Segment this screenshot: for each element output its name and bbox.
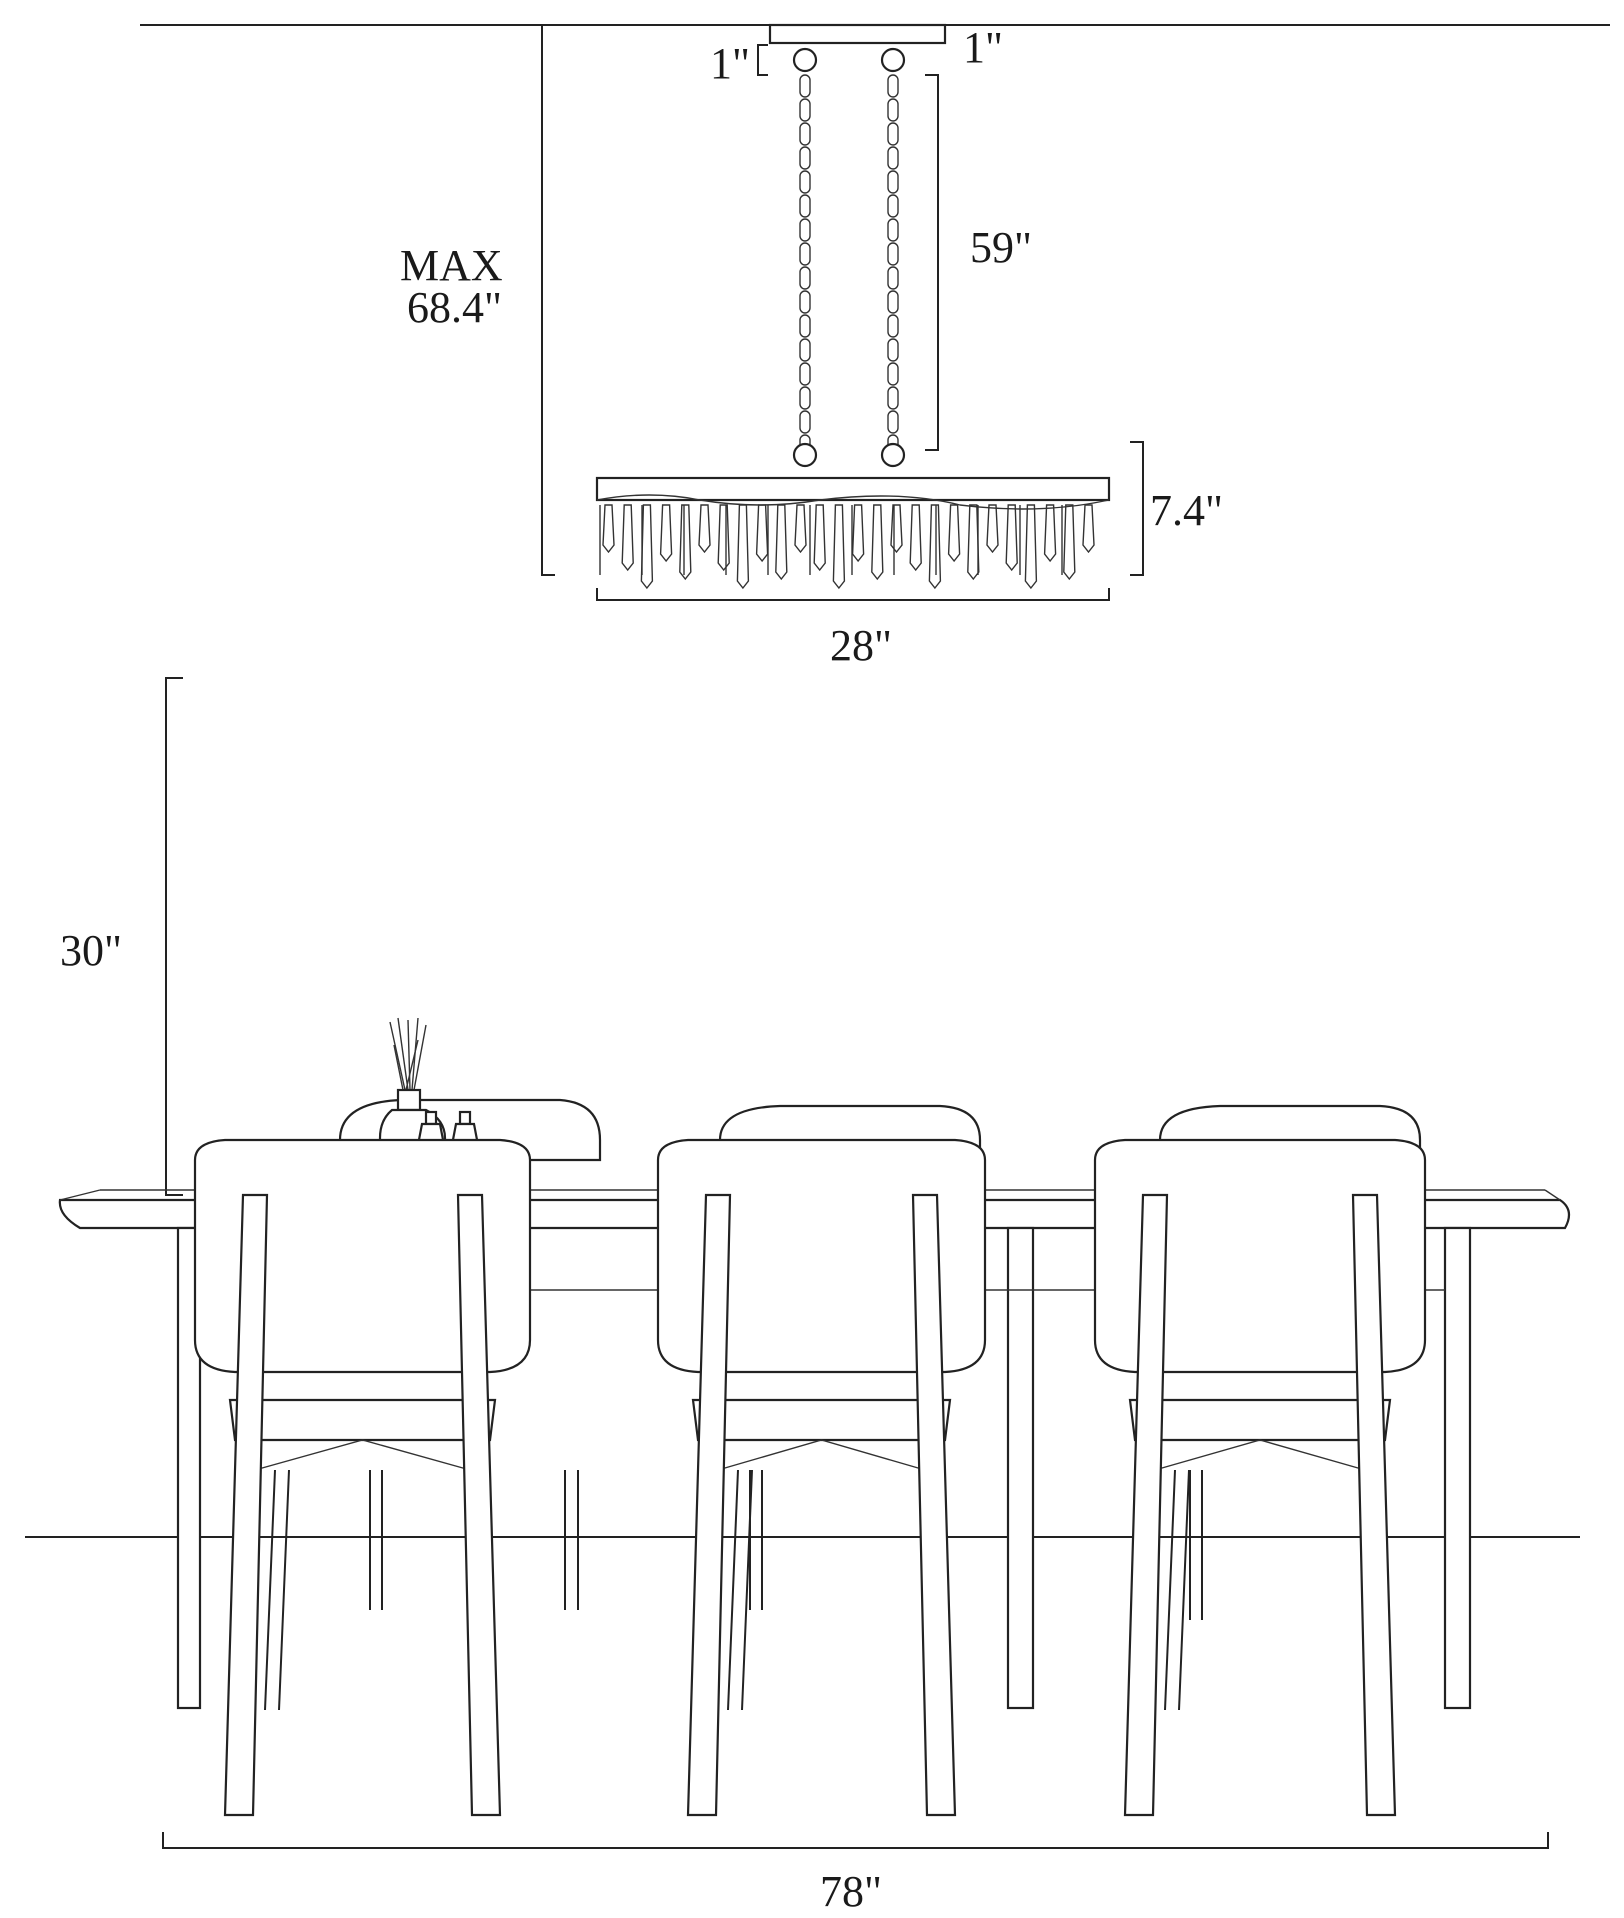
fixture-height-bracket bbox=[1130, 441, 1144, 576]
fixture-width-dimension: 28" bbox=[830, 621, 892, 670]
table-length-dimension: 78" bbox=[820, 1867, 882, 1916]
crystal-drops bbox=[599, 504, 1095, 590]
chain-length-dimension: 59" bbox=[970, 223, 1032, 272]
max-height-bracket bbox=[541, 25, 555, 576]
chain-length-bracket bbox=[925, 74, 939, 451]
chain-ring-top-left bbox=[792, 47, 818, 73]
chain-left bbox=[799, 74, 811, 458]
fixture-height-dimension: 7.4" bbox=[1150, 486, 1223, 535]
table-length-bracket bbox=[162, 1832, 1549, 1849]
canopy bbox=[768, 23, 947, 45]
canopy-left-dimension: 1" bbox=[710, 39, 750, 88]
table-clearance-dimension: 30" bbox=[60, 926, 122, 975]
chain-ring-bottom-right bbox=[880, 442, 906, 468]
canopy-bracket-left bbox=[757, 44, 768, 76]
canopy-right-dimension: 1" bbox=[963, 23, 1003, 72]
chain-ring-top-right bbox=[880, 47, 906, 73]
max-label: MAX bbox=[400, 241, 503, 290]
max-height-dimension: 68.4" bbox=[407, 283, 502, 332]
chain-ring-bottom-left bbox=[792, 442, 818, 468]
front-chairs bbox=[193, 1138, 1427, 1817]
chain-right bbox=[887, 74, 899, 458]
chandelier-fixture bbox=[595, 476, 1111, 590]
clearance-bracket bbox=[165, 677, 183, 1196]
fixture-width-bracket bbox=[596, 588, 1110, 601]
